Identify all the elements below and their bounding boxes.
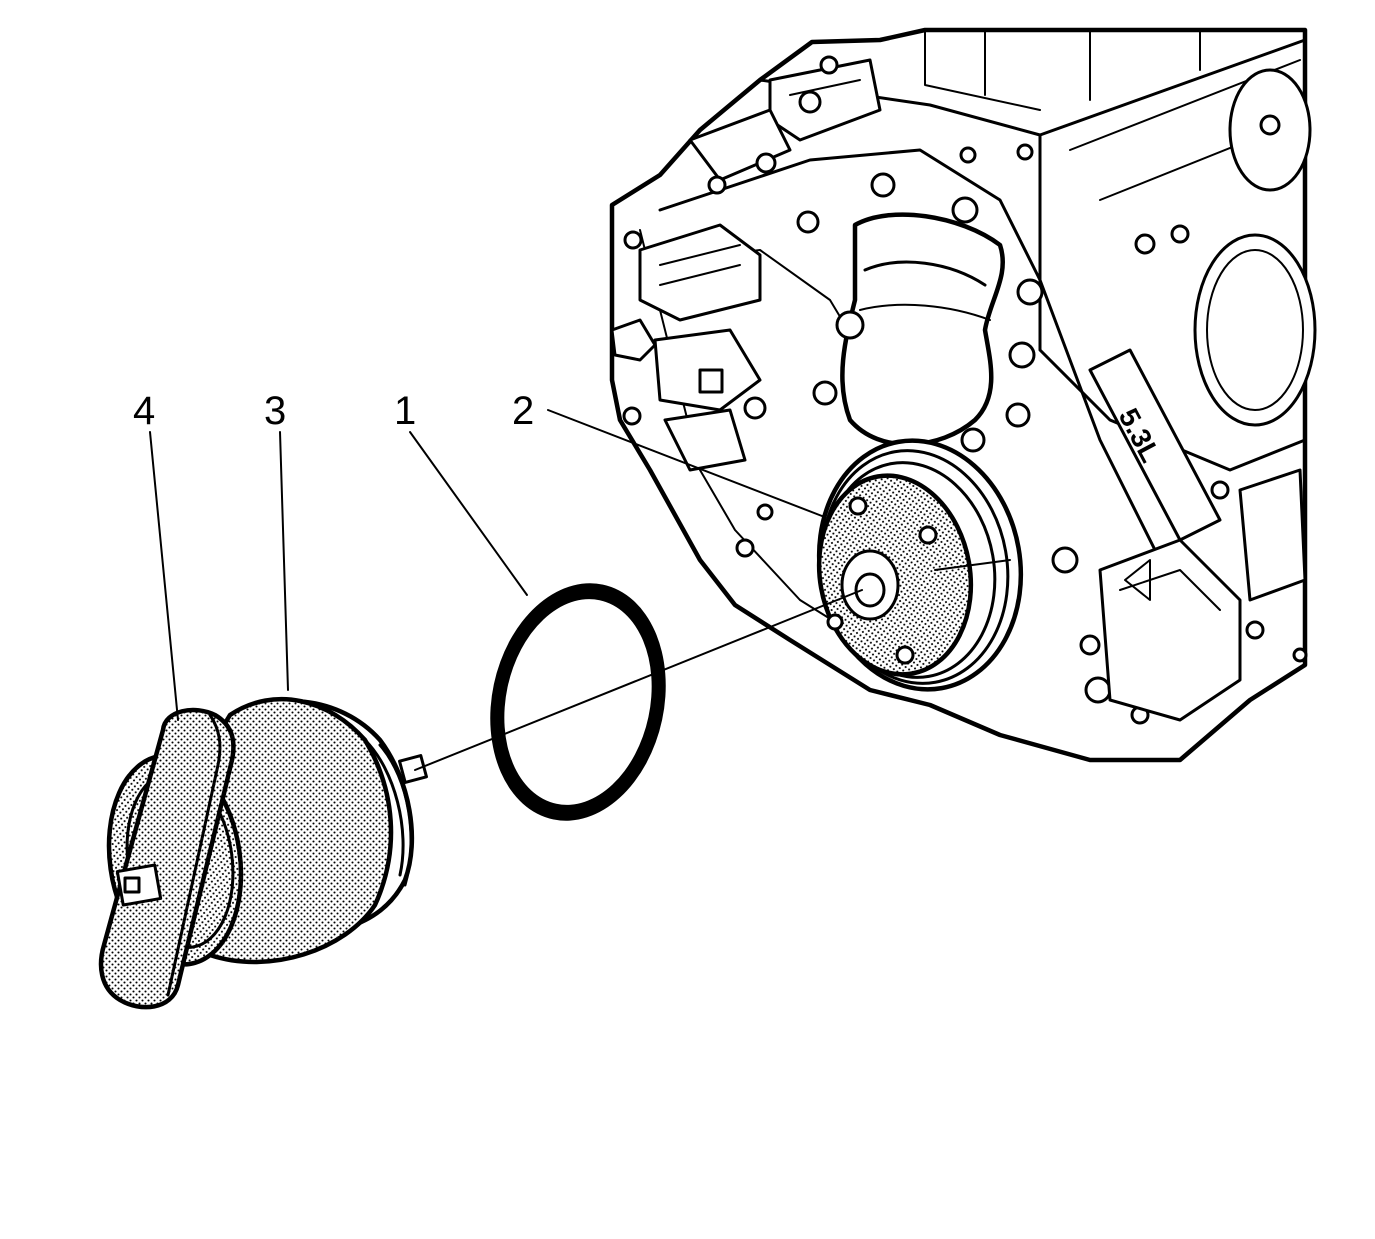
leader-lines — [149, 409, 863, 771]
callout-1: 1 — [394, 389, 416, 433]
callout-4: 4 — [133, 389, 155, 433]
engine-block: 5.3L — [609, 27, 1317, 763]
callout-3: 3 — [264, 389, 286, 433]
seal-installer-tool — [98, 696, 428, 1010]
alignment-axis — [414, 589, 863, 771]
crankshaft-front-seal — [490, 583, 666, 821]
crankshaft-flange — [816, 438, 1024, 692]
callout-2: 2 — [512, 389, 534, 433]
